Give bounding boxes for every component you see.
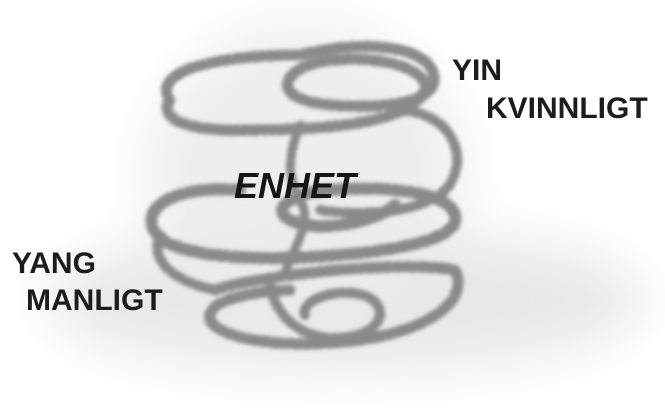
yang-masculine-label: MANLIGT (26, 286, 163, 316)
yang-label: YANG (12, 249, 96, 279)
yin-feminine-label: KVINNLIGT (486, 94, 648, 124)
yin-label: YIN (452, 56, 502, 86)
unity-center-label: ENHET (234, 168, 356, 204)
